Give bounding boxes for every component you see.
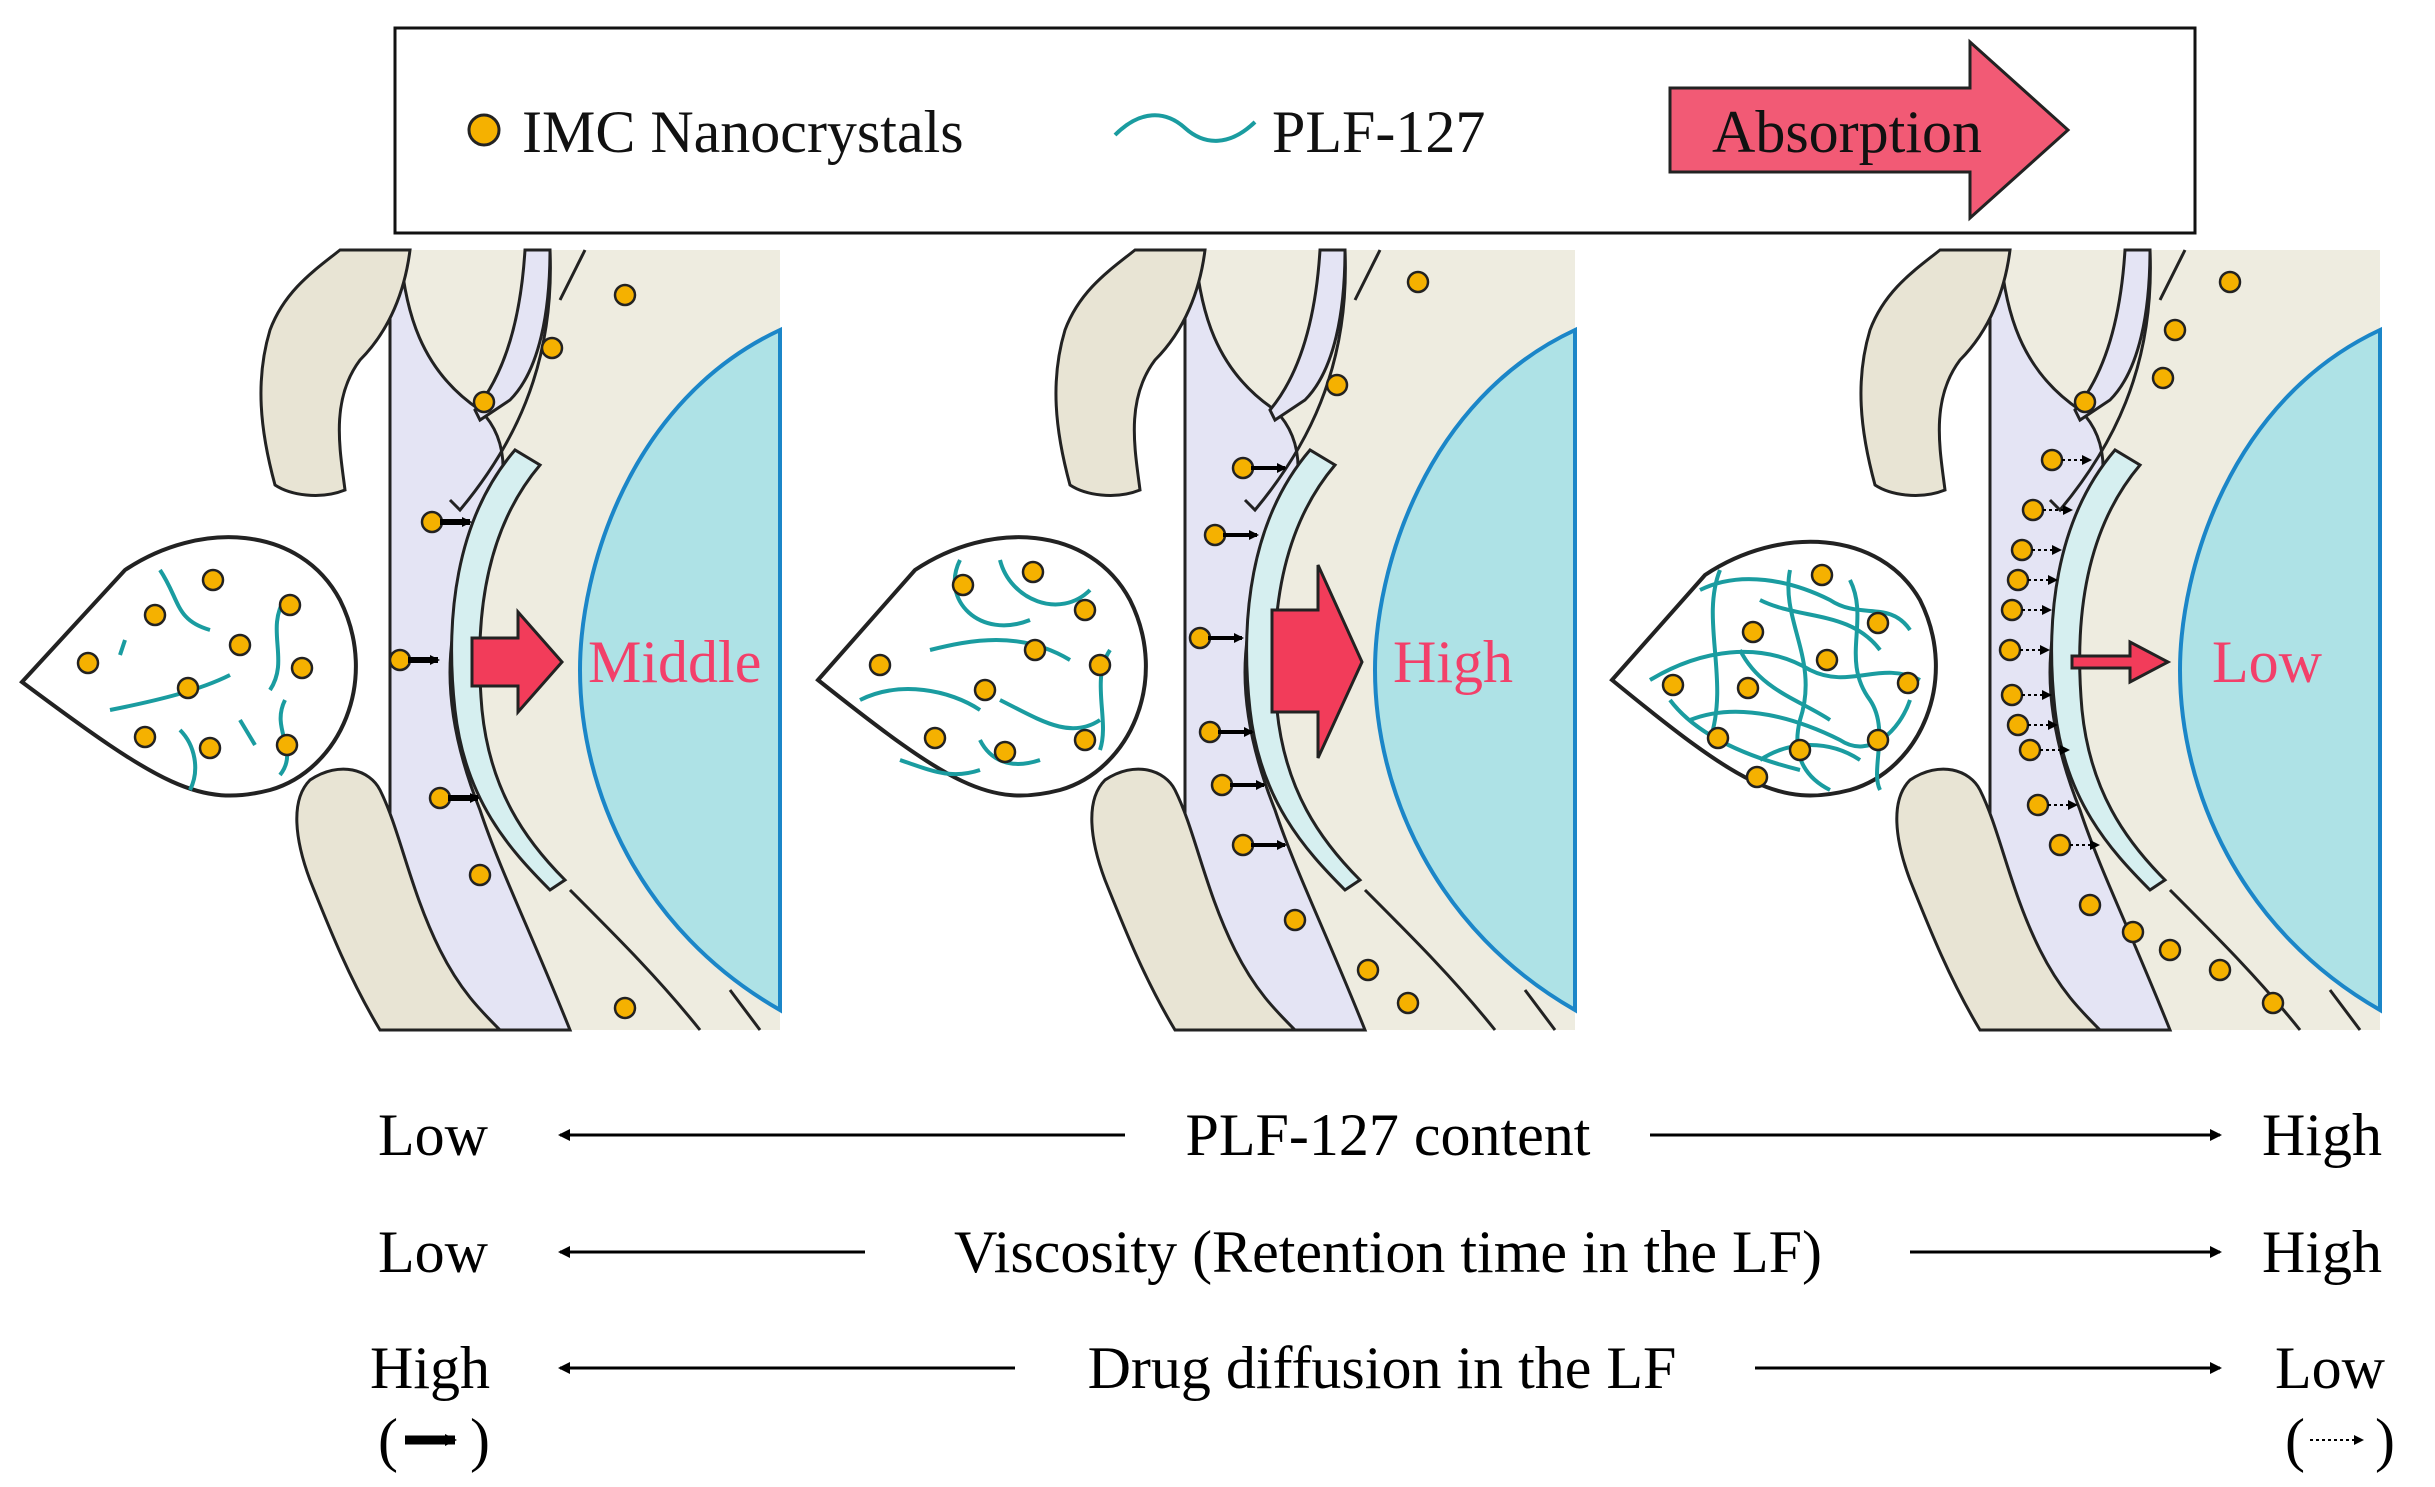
strong-key-close: ) [470,1407,490,1473]
scale-diffusion-left: High [370,1335,490,1401]
scale-plf-left: Low [378,1102,489,1168]
scale-viscosity-left: Low [378,1219,489,1285]
legend-nanocrystals-label: IMC Nanocrystals [522,99,964,165]
scale-plf-center: PLF-127 content [1186,1102,1591,1168]
diffusion-arrows-3 [2020,455,2100,850]
absorption-level-2: High [1393,629,1513,695]
absorption-level-3: Low [2212,629,2323,695]
scale-diffusion-right: Low [2275,1335,2386,1401]
polymer-legend-icon [1113,113,1257,143]
panel-mid-plf: High [815,248,1577,1032]
eye-drop-1 [19,535,358,798]
diffusion-weak-key: ( ) [2285,1407,2395,1473]
strong-key-open: ( [378,1407,398,1473]
diffusion-arrows-1 [408,517,480,803]
legend-polymer-label: PLF-127 [1272,99,1485,165]
weak-key-open: ( [2285,1407,2305,1473]
scale-row-diffusion: High Drug diffusion in the LF Low [370,1335,2386,1401]
diffusion-arrows-2 [1208,463,1287,850]
scale-row-viscosity: Low Viscosity (Retention time in the LF)… [378,1219,2382,1285]
absorption-arrow-3 [2070,639,2172,685]
absorption-level-1: Middle [588,629,761,695]
panel-high-plf: Low [1609,248,2382,1032]
panel-low-plf: Middle [19,248,782,1032]
absorption-arrow-1 [470,608,564,716]
nanocrystal-legend-icon [467,113,501,147]
legend: IMC Nanocrystals PLF-127 Absorption [393,26,2197,235]
weak-key-close: ) [2375,1407,2395,1473]
absorption-legend-icon [1668,38,2071,222]
scale-diffusion-center: Drug diffusion in the LF [1088,1335,1677,1401]
polymer-chains-3 [1648,569,1921,792]
diffusion-strong-key: ( ) [378,1407,490,1473]
scale-row-plf: Low PLF-127 content High [378,1102,2382,1168]
legend-absorption-label: Absorption [1712,99,1982,165]
absorption-arrow-2 [1270,564,1364,759]
scale-viscosity-right: High [2262,1219,2382,1285]
scale-plf-right: High [2262,1102,2382,1168]
scale-viscosity-center: Viscosity (Retention time in the LF) [954,1219,1822,1285]
